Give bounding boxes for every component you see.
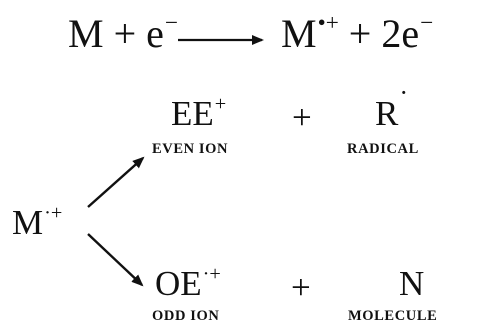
equation-lhs: M + e− xyxy=(68,10,178,56)
odd-ion-symbol: OE·+ xyxy=(155,263,221,303)
radical-label: RADICAL xyxy=(347,141,419,157)
molecule-label: MOLECULE xyxy=(348,308,438,324)
even-ion-label: EVEN ION xyxy=(152,141,229,157)
lower-plus: + xyxy=(291,268,311,307)
odd-ion-label: ODD ION xyxy=(152,308,220,324)
upper-branch-arrow xyxy=(87,156,145,208)
equation-rhs: M•+ + 2e− xyxy=(281,10,434,56)
precursor-ion: M·+ xyxy=(12,202,63,242)
even-ion-symbol: EE+ xyxy=(171,93,227,133)
lower-branch-arrow xyxy=(87,233,144,287)
radical-symbol: R· xyxy=(375,78,409,133)
molecule-symbol: N xyxy=(399,264,425,303)
upper-plus: + xyxy=(292,98,312,137)
